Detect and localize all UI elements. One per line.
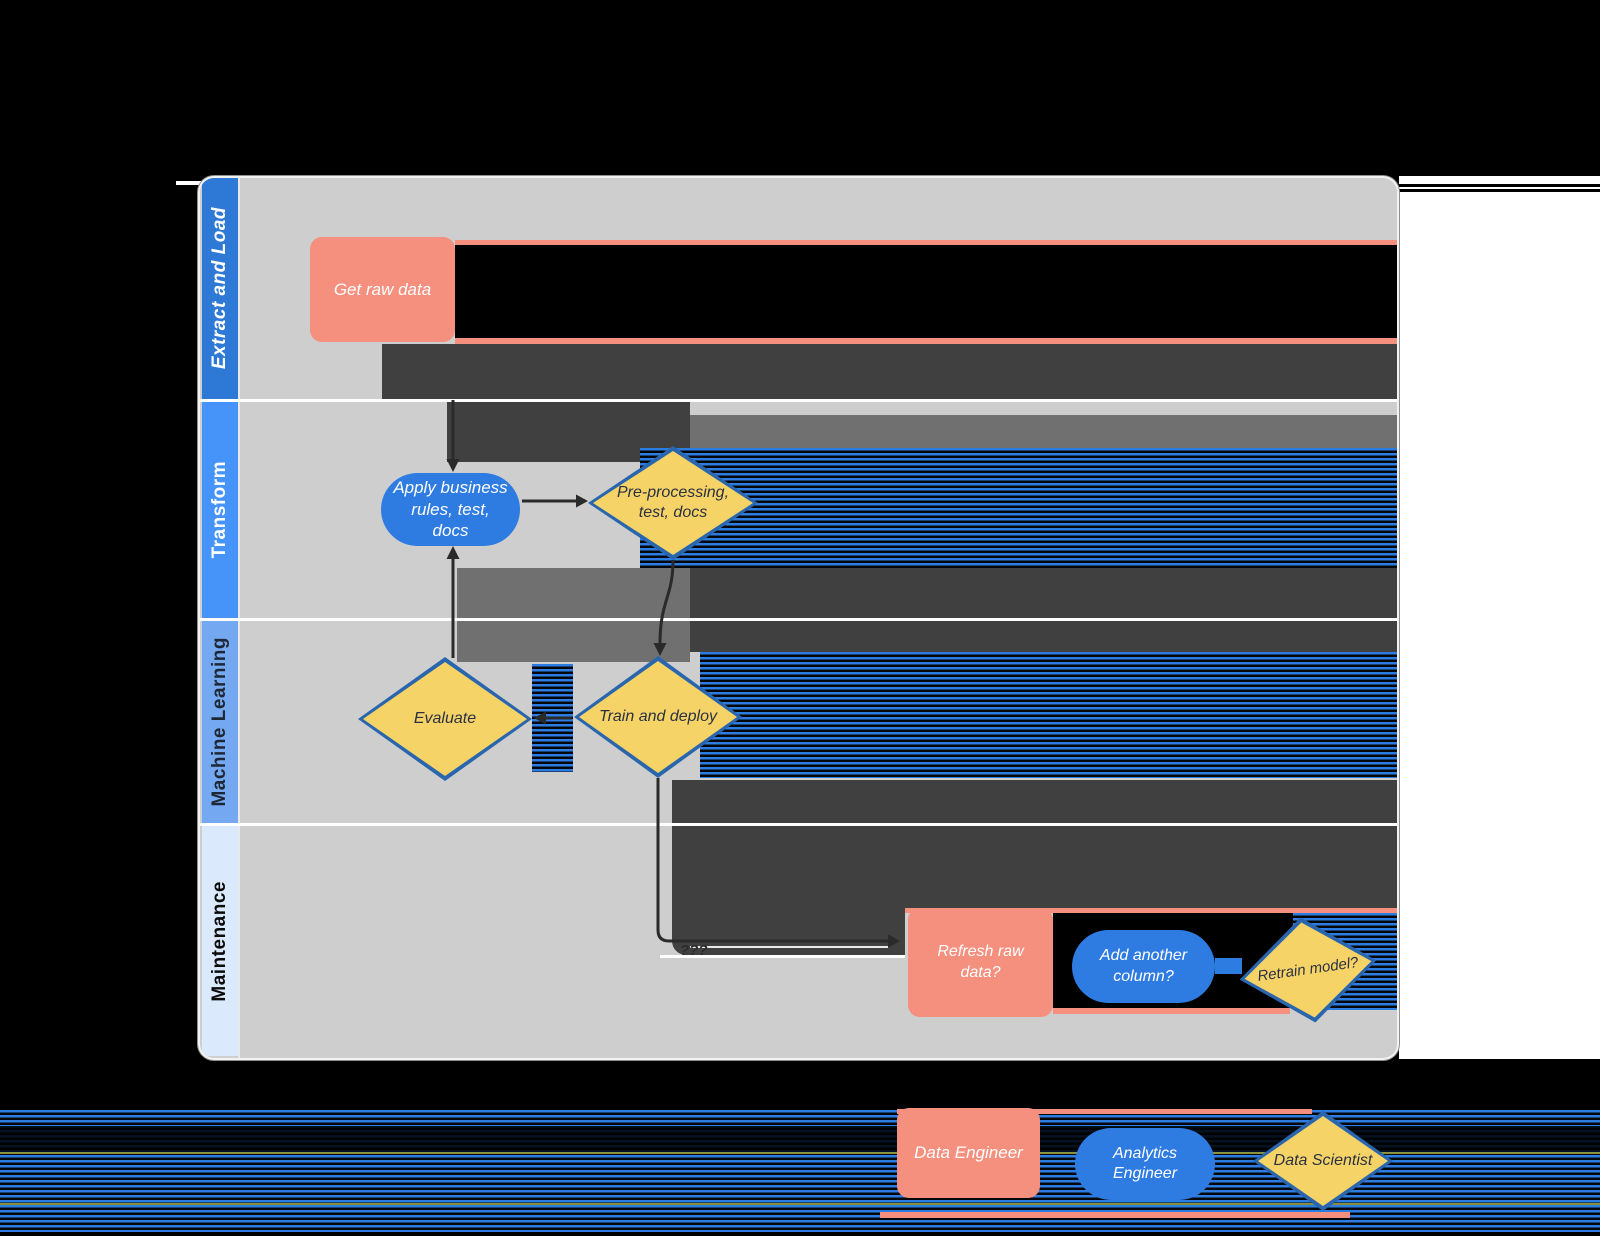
swimlane-diagram: Extract and Load Transform Machine Learn… (200, 178, 1397, 1058)
legend-smear-line (880, 1212, 1350, 1218)
node-refresh-raw-data: Refresh raw data? (908, 908, 1053, 1017)
legend-smear-line (897, 1109, 1312, 1114)
margin-rule-line (1399, 189, 1600, 192)
node-apply-business-rules: Apply business rules, test, docs (381, 473, 520, 546)
node-get-raw-data: Get raw data (310, 237, 455, 342)
arrowhead-right (576, 494, 588, 508)
lane-separator (200, 399, 1397, 402)
node-train-and-deploy: Train and deploy (574, 656, 742, 778)
smear-band (690, 946, 888, 948)
arrowhead-down (446, 459, 460, 472)
arrowhead-right (888, 934, 900, 948)
right-margin (1399, 176, 1600, 1059)
edge-label-unknown: ??? (680, 942, 708, 959)
legend-analytics-engineer: Analytics Engineer (1075, 1128, 1215, 1200)
node-add-another-column: Add another column? (1072, 930, 1215, 1003)
margin-rule-line (1399, 184, 1600, 187)
smear-band (690, 415, 1397, 448)
smear-band (660, 955, 905, 958)
legend-data-scientist: Data Scientist (1253, 1111, 1393, 1211)
legend-olive-line (0, 1203, 1600, 1205)
node-retrain-model: Retrain model? (1232, 908, 1383, 1032)
smear-band (672, 826, 905, 955)
smear-band (457, 568, 690, 618)
connector-arrows (446, 400, 900, 948)
smear-band (1053, 1008, 1290, 1014)
smear-band (690, 621, 1397, 652)
legend-olive-line (0, 1152, 1600, 1154)
node-evaluate: Evaluate (358, 657, 532, 781)
smear-band (457, 621, 690, 662)
smear-band (700, 652, 1397, 778)
smear-band (640, 448, 1397, 568)
lane-separator (200, 823, 1397, 826)
top-left-border-dash (176, 181, 204, 185)
lane-header-extract-and-load: Extract and Load (202, 178, 238, 399)
smear-band (1215, 958, 1242, 974)
smear-band (382, 344, 1397, 399)
lane-header-machine-learning: Machine Learning (202, 621, 238, 823)
smear-band (455, 240, 1397, 245)
lane-separator (200, 618, 1397, 621)
arrowhead-up (446, 546, 460, 559)
legend-data-engineer: Data Engineer (897, 1108, 1040, 1198)
connector-preprocessing-to-train (658, 559, 675, 645)
lane-header-maintenance: Maintenance (202, 826, 238, 1056)
arrowhead-down (653, 643, 667, 656)
arrowhead-left (534, 711, 546, 725)
lane-header-transform: Transform (202, 402, 238, 618)
connector-train-to-refresh (656, 778, 888, 943)
smear-band (672, 780, 1397, 823)
smear-band (690, 568, 1397, 618)
smear-band (455, 338, 1397, 344)
node-preprocessing: Pre-processing, test, docs (588, 446, 758, 560)
smear-band (905, 908, 1397, 913)
smear-band (455, 245, 1397, 338)
